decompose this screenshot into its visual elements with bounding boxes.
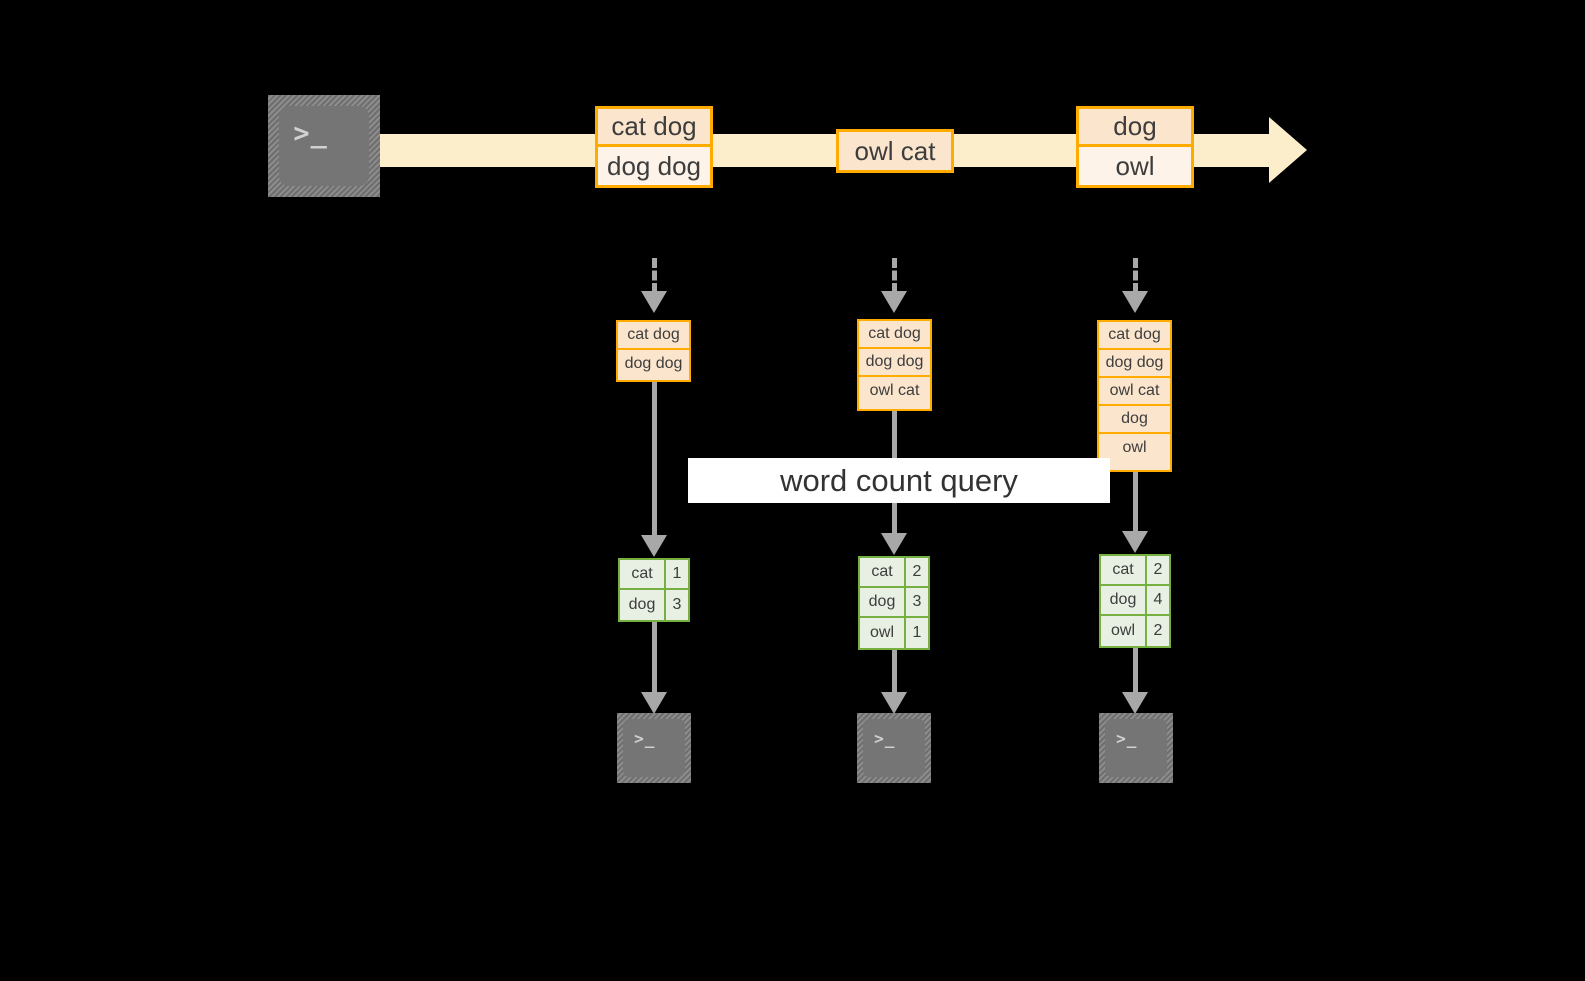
col1-terminal-prompt-text: >_ [634, 728, 656, 748]
stream-batch-3-line-1: dog [1079, 109, 1191, 147]
col3-sink-arrowhead [1122, 692, 1148, 714]
col1-sink-arrowhead [641, 692, 667, 714]
col1-query-connector [652, 382, 657, 537]
stream-batch-2: owl cat [836, 129, 954, 173]
col2-count-table: cat 2 dog 3 owl 1 [858, 556, 930, 650]
col1-terminal-screen: >_ [623, 719, 685, 777]
col2-sink-arrowhead [881, 692, 907, 714]
source-terminal-icon[interactable]: >_ [268, 95, 380, 197]
col3-terminal-screen: >_ [1105, 719, 1167, 777]
col2-query-arrowhead [881, 533, 907, 555]
col3-count-num-1: 2 [1147, 556, 1169, 584]
col1-query-arrowhead [641, 535, 667, 557]
col1-count-row-1: cat 1 [620, 560, 688, 590]
col2-sink-terminal-icon[interactable]: >_ [857, 713, 931, 783]
col2-dashed-arrowhead [881, 291, 907, 313]
col3-input-line-5: owl [1099, 434, 1170, 462]
stream-batch-1: cat dog dog dog [595, 106, 713, 188]
col3-count-num-2: 4 [1147, 586, 1169, 614]
col3-dashed-arrowhead [1122, 291, 1148, 313]
terminal-prompt-text: >_ [293, 118, 328, 150]
col1-input-stack: cat dog dog dog [616, 320, 691, 382]
col3-input-line-2: dog dog [1099, 350, 1170, 378]
col1-dashed-arrowhead [641, 291, 667, 313]
col1-count-table: cat 1 dog 3 [618, 558, 690, 622]
col2-count-word-1: cat [860, 558, 906, 586]
col3-sink-connector [1133, 648, 1138, 694]
col3-count-row-1: cat 2 [1101, 556, 1169, 586]
col2-count-num-3: 1 [906, 618, 928, 648]
col2-input-line-2: dog dog [859, 349, 930, 377]
col2-count-num-2: 3 [906, 588, 928, 616]
col1-dashed-connector [652, 258, 657, 293]
query-label: word count query [688, 458, 1110, 503]
col2-terminal-screen: >_ [863, 719, 925, 777]
col3-dashed-connector [1133, 258, 1138, 293]
col2-count-row-3: owl 1 [860, 618, 928, 648]
col1-count-num-1: 1 [666, 560, 688, 588]
col1-count-row-2: dog 3 [620, 590, 688, 620]
stream-batch-3-line-2: owl [1079, 147, 1191, 185]
col3-input-stack: cat dog dog dog owl cat dog owl [1097, 320, 1172, 472]
col2-terminal-prompt-text: >_ [874, 728, 896, 748]
col2-input-stack: cat dog dog dog owl cat [857, 319, 932, 411]
col3-count-word-3: owl [1101, 616, 1147, 646]
col1-sink-connector [652, 622, 657, 694]
stream-batch-1-line-2: dog dog [598, 147, 710, 185]
col3-count-word-2: dog [1101, 586, 1147, 614]
col3-input-line-3: owl cat [1099, 378, 1170, 406]
col2-count-word-3: owl [860, 618, 906, 648]
col3-count-num-3: 2 [1147, 616, 1169, 646]
col2-count-word-2: dog [860, 588, 906, 616]
col2-count-row-1: cat 2 [860, 558, 928, 588]
col3-input-line-4: dog [1099, 406, 1170, 434]
col2-input-line-1: cat dog [859, 321, 930, 349]
col1-input-line-2: dog dog [618, 350, 689, 378]
col1-count-word-2: dog [620, 590, 666, 620]
col3-query-arrowhead [1122, 531, 1148, 553]
terminal-screen: >_ [279, 106, 369, 186]
stream-batch-2-line-1: owl cat [839, 132, 951, 170]
col1-count-word-1: cat [620, 560, 666, 588]
col2-count-row-2: dog 3 [860, 588, 928, 618]
col1-count-num-2: 3 [666, 590, 688, 620]
col2-input-line-3: owl cat [859, 377, 930, 405]
stream-batch-3: dog owl [1076, 106, 1194, 188]
col3-sink-terminal-icon[interactable]: >_ [1099, 713, 1173, 783]
col2-count-num-1: 2 [906, 558, 928, 586]
col2-dashed-connector [892, 258, 897, 293]
stream-arrowhead [1269, 117, 1307, 183]
col1-sink-terminal-icon[interactable]: >_ [617, 713, 691, 783]
col3-input-line-1: cat dog [1099, 322, 1170, 350]
col3-count-row-3: owl 2 [1101, 616, 1169, 646]
col3-count-row-2: dog 4 [1101, 586, 1169, 616]
stream-batch-1-line-1: cat dog [598, 109, 710, 147]
col3-count-table: cat 2 dog 4 owl 2 [1099, 554, 1171, 648]
col2-sink-connector [892, 650, 897, 694]
col3-terminal-prompt-text: >_ [1116, 728, 1138, 748]
col1-input-line-1: cat dog [618, 322, 689, 350]
col3-count-word-1: cat [1101, 556, 1147, 584]
col3-query-connector [1133, 472, 1138, 534]
